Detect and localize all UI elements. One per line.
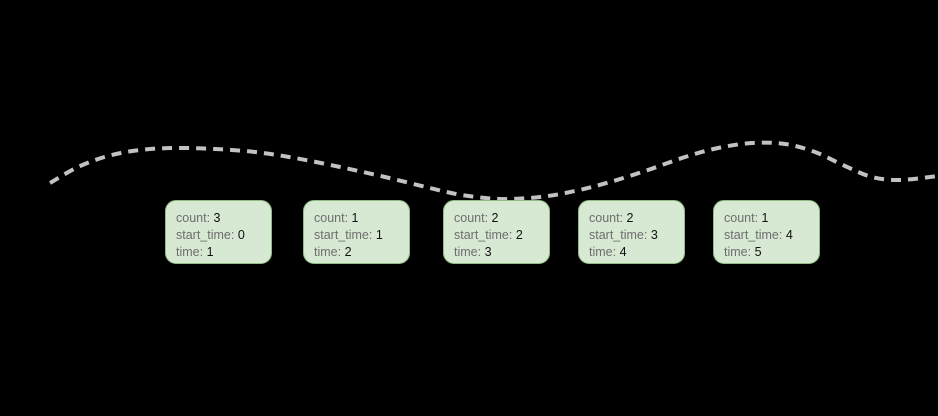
box-4-time-row: time: 4 [589, 244, 684, 261]
box-1-count-label: count: [176, 211, 214, 225]
box-1-time-value: 1 [206, 245, 214, 259]
box-3-count-label: count: [454, 211, 492, 225]
box-4-start-time-label: start_time: [589, 228, 651, 242]
box-4-start-time-row: start_time: 3 [589, 227, 684, 244]
box-4-count-value: 2 [626, 211, 634, 225]
box-1-start-time-value: 0 [237, 228, 245, 242]
box-5-time-row: time: 5 [724, 244, 819, 261]
box-4-start-time-value: 3 [650, 228, 658, 242]
box-2-start-time-value: 1 [375, 228, 383, 242]
box-2-time-row: time: 2 [314, 244, 409, 261]
box-4-time-label: time: [589, 245, 620, 259]
box-4-count-label: count: [589, 211, 627, 225]
box-2-start-time-label: start_time: [314, 228, 376, 242]
box-2-time-value: 2 [344, 245, 352, 259]
box-4-count-row: count: 2 [589, 210, 684, 227]
box-2-start-time-row: start_time: 1 [314, 227, 409, 244]
box-3-count-value: 2 [491, 211, 499, 225]
box-3-time-label: time: [454, 245, 485, 259]
box-3-start-time-row: start_time: 2 [454, 227, 549, 244]
box-1-start-time-row: start_time: 0 [176, 227, 271, 244]
box-5-start-time-value: 4 [785, 228, 793, 242]
box-3-count-row: count: 2 [454, 210, 549, 227]
box-5-start-time-row: start_time: 4 [724, 227, 819, 244]
box-1-count-row: count: 3 [176, 210, 271, 227]
box-2-count-label: count: [314, 211, 352, 225]
box-2-time-label: time: [314, 245, 345, 259]
box-5-time-value: 5 [754, 245, 762, 259]
box-5-time-label: time: [724, 245, 755, 259]
box-5-count-row: count: 1 [724, 210, 819, 227]
box-3-start-time-value: 2 [515, 228, 523, 242]
box-2-count-value: 1 [351, 211, 359, 225]
box-4-time-value: 4 [619, 245, 627, 259]
box-5-count-value: 1 [761, 211, 769, 225]
box-1-time-row: time: 1 [176, 244, 271, 261]
curve-path [48, 140, 938, 202]
box-1-count-value: 3 [213, 211, 221, 225]
box-5-count-label: count: [724, 211, 762, 225]
box-1-start-time-label: start_time: [176, 228, 238, 242]
box-3-time-row: time: 3 [454, 244, 549, 261]
box-2-count-row: count: 1 [314, 210, 409, 227]
box-3-time-value: 3 [484, 245, 492, 259]
box-3-start-time-label: start_time: [454, 228, 516, 242]
box-5-start-time-label: start_time: [724, 228, 786, 242]
box-1-time-label: time: [176, 245, 207, 259]
